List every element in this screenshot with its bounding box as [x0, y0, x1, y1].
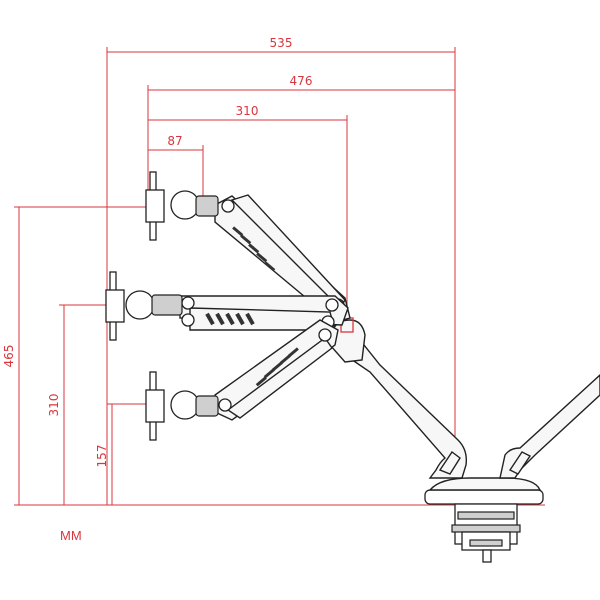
bottom-arm-hatching [255, 347, 299, 387]
dimension-height-mid: 310 [47, 304, 110, 505]
middle-arm-hatching [205, 312, 255, 326]
top-arm-hatching [232, 226, 276, 272]
bottom-arm [214, 319, 339, 421]
dimension-width-low: 310 [148, 104, 348, 340]
dimension-width-max: 535 [106, 36, 456, 505]
desk-clamp [424, 477, 544, 563]
label-535: 535 [270, 36, 293, 50]
right-arm [499, 374, 600, 479]
dimension-height-min: 157 [95, 403, 150, 505]
label-310-width: 310 [236, 104, 259, 118]
monitor-head-middle [105, 271, 183, 341]
monitor-head-top [145, 171, 219, 241]
label-465: 465 [2, 345, 16, 368]
label-87: 87 [167, 134, 182, 148]
dimension-height-max: 465 [2, 206, 148, 505]
left-pole-arm [329, 317, 468, 479]
label-157: 157 [95, 445, 109, 468]
dimension-width-min: 87 [148, 134, 204, 200]
label-310-height: 310 [47, 394, 61, 417]
label-476: 476 [290, 74, 313, 88]
dimension-width-mid: 476 [147, 74, 455, 190]
unit-label: MM [60, 528, 82, 543]
monitor-head-bottom [145, 371, 219, 441]
